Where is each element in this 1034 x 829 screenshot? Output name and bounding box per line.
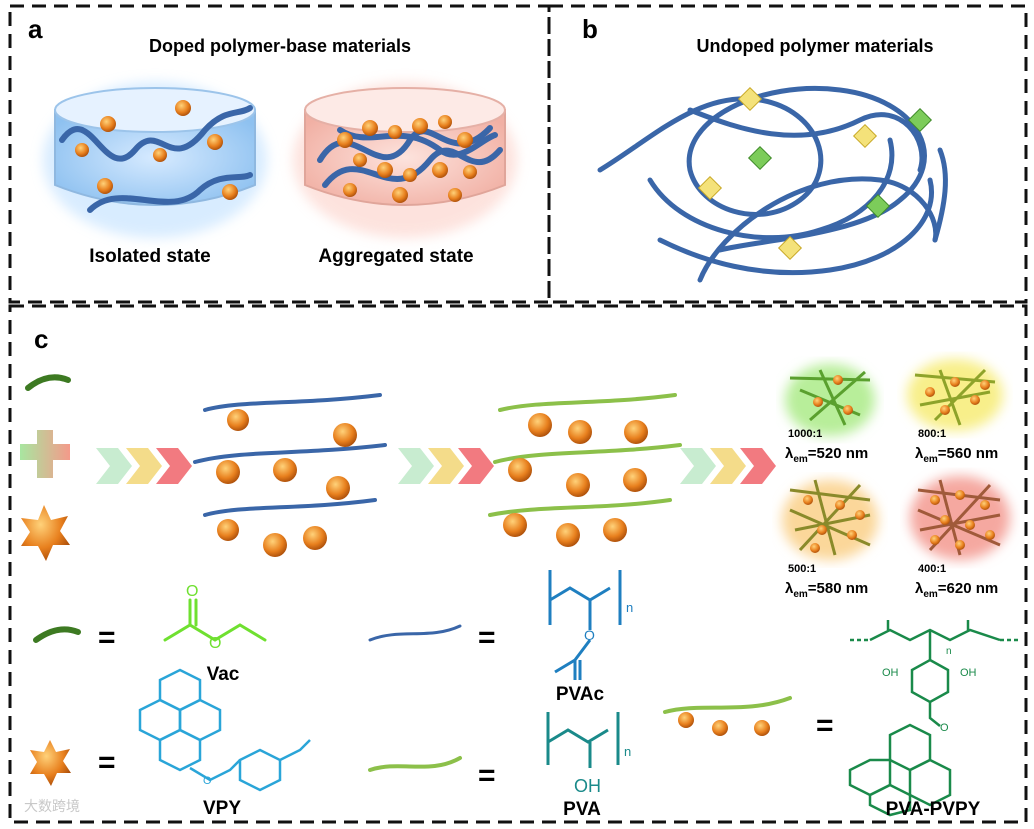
- panel-a-title: Doped polymer-base materials: [149, 36, 411, 56]
- emission-label-1: λem=520 nm: [785, 445, 868, 465]
- reaction-arrow-1: [96, 448, 192, 484]
- equals-sign-5: =: [816, 709, 834, 742]
- panel-frames: [8, 4, 1028, 824]
- reaction-arrow-2: [398, 448, 494, 484]
- equals-sign-1: =: [98, 621, 116, 654]
- plus-icon: [20, 430, 70, 478]
- vpy-label: VPY: [203, 798, 241, 819]
- pva-pvpy-oh-left: OH: [882, 667, 899, 679]
- pvac-oxygen: O: [584, 627, 595, 643]
- pva-pvpy-oh-right: OH: [960, 667, 977, 679]
- legend-vac-chain-icon: [33, 626, 81, 643]
- panel-c-letter: c: [34, 324, 48, 354]
- embedded-chromophores: [697, 86, 933, 261]
- pva-pvpy-chains: [488, 393, 682, 517]
- ratio-label-4: 400:1: [918, 563, 946, 575]
- reaction-arrow-3: [680, 448, 776, 484]
- aggregated-state-caption: Aggregated state: [318, 246, 473, 267]
- pva-label: PVA: [563, 799, 601, 820]
- pva-pvpy-oxygen: O: [940, 722, 949, 734]
- panel-b-title: Undoped polymer materials: [696, 36, 933, 56]
- pva-oh: OH: [574, 776, 601, 796]
- pva-pvpy-label: PVA-PVPY: [886, 799, 981, 820]
- pva-pvpy-n: n: [946, 646, 952, 657]
- legend-pva-pvpy-chain-icon: [663, 696, 792, 736]
- equals-sign-2: =: [478, 621, 496, 654]
- pva-pvpy-structure: [848, 620, 1018, 817]
- emission-image-560: [907, 359, 1003, 431]
- emission-image-580: [782, 479, 878, 560]
- pva-structure: [546, 712, 620, 768]
- pvac-label: PVAc: [556, 684, 605, 705]
- panel-b-frame: [547, 4, 1028, 304]
- isolated-state-dish: [43, 82, 267, 238]
- legend-vpy-star-icon: [30, 740, 71, 786]
- vac-oxygen-carbonyl: O: [186, 583, 198, 600]
- star-vpy-icon: [21, 505, 70, 561]
- watermark: 大数跨境: [24, 798, 80, 814]
- emission-image-620: [910, 476, 1010, 560]
- vac-label: Vac: [207, 664, 240, 685]
- panel-c-frame: [8, 304, 1028, 824]
- equals-sign-4: =: [478, 759, 496, 792]
- pvac-pvpy-stars: [216, 409, 357, 557]
- aggregated-state-dish: [293, 82, 517, 238]
- pva-n: n: [624, 744, 631, 759]
- ratio-label-3: 500:1: [788, 563, 816, 575]
- pvac-structure: [548, 570, 622, 680]
- panel-a-letter: a: [28, 14, 43, 44]
- vac-oxygen-ester: O: [209, 635, 221, 652]
- emission-label-4: λem=620 nm: [915, 580, 998, 600]
- undoped-polymer-network: [597, 86, 948, 283]
- vpy-structure: [138, 668, 311, 792]
- monomer-vac-icon: [25, 374, 71, 391]
- emission-label-2: λem=560 nm: [915, 445, 998, 465]
- legend-pvac-chain-icon: [368, 624, 462, 642]
- emission-image-520: [785, 364, 875, 436]
- pva-pvpy-stars: [503, 413, 648, 547]
- pvac-pvpy-chains: [193, 393, 387, 517]
- pvac-n: n: [626, 600, 633, 615]
- ratio-label-2: 800:1: [918, 428, 946, 440]
- legend-pva-chain-icon: [368, 756, 462, 772]
- equals-sign-3: =: [98, 746, 116, 779]
- emission-label-3: λem=580 nm: [785, 580, 868, 600]
- vpy-oxygen: O: [203, 775, 212, 787]
- ratio-label-1: 1000:1: [788, 428, 822, 440]
- isolated-state-caption: Isolated state: [89, 246, 210, 267]
- vac-structure: [163, 598, 267, 642]
- panel-b-letter: b: [582, 14, 598, 44]
